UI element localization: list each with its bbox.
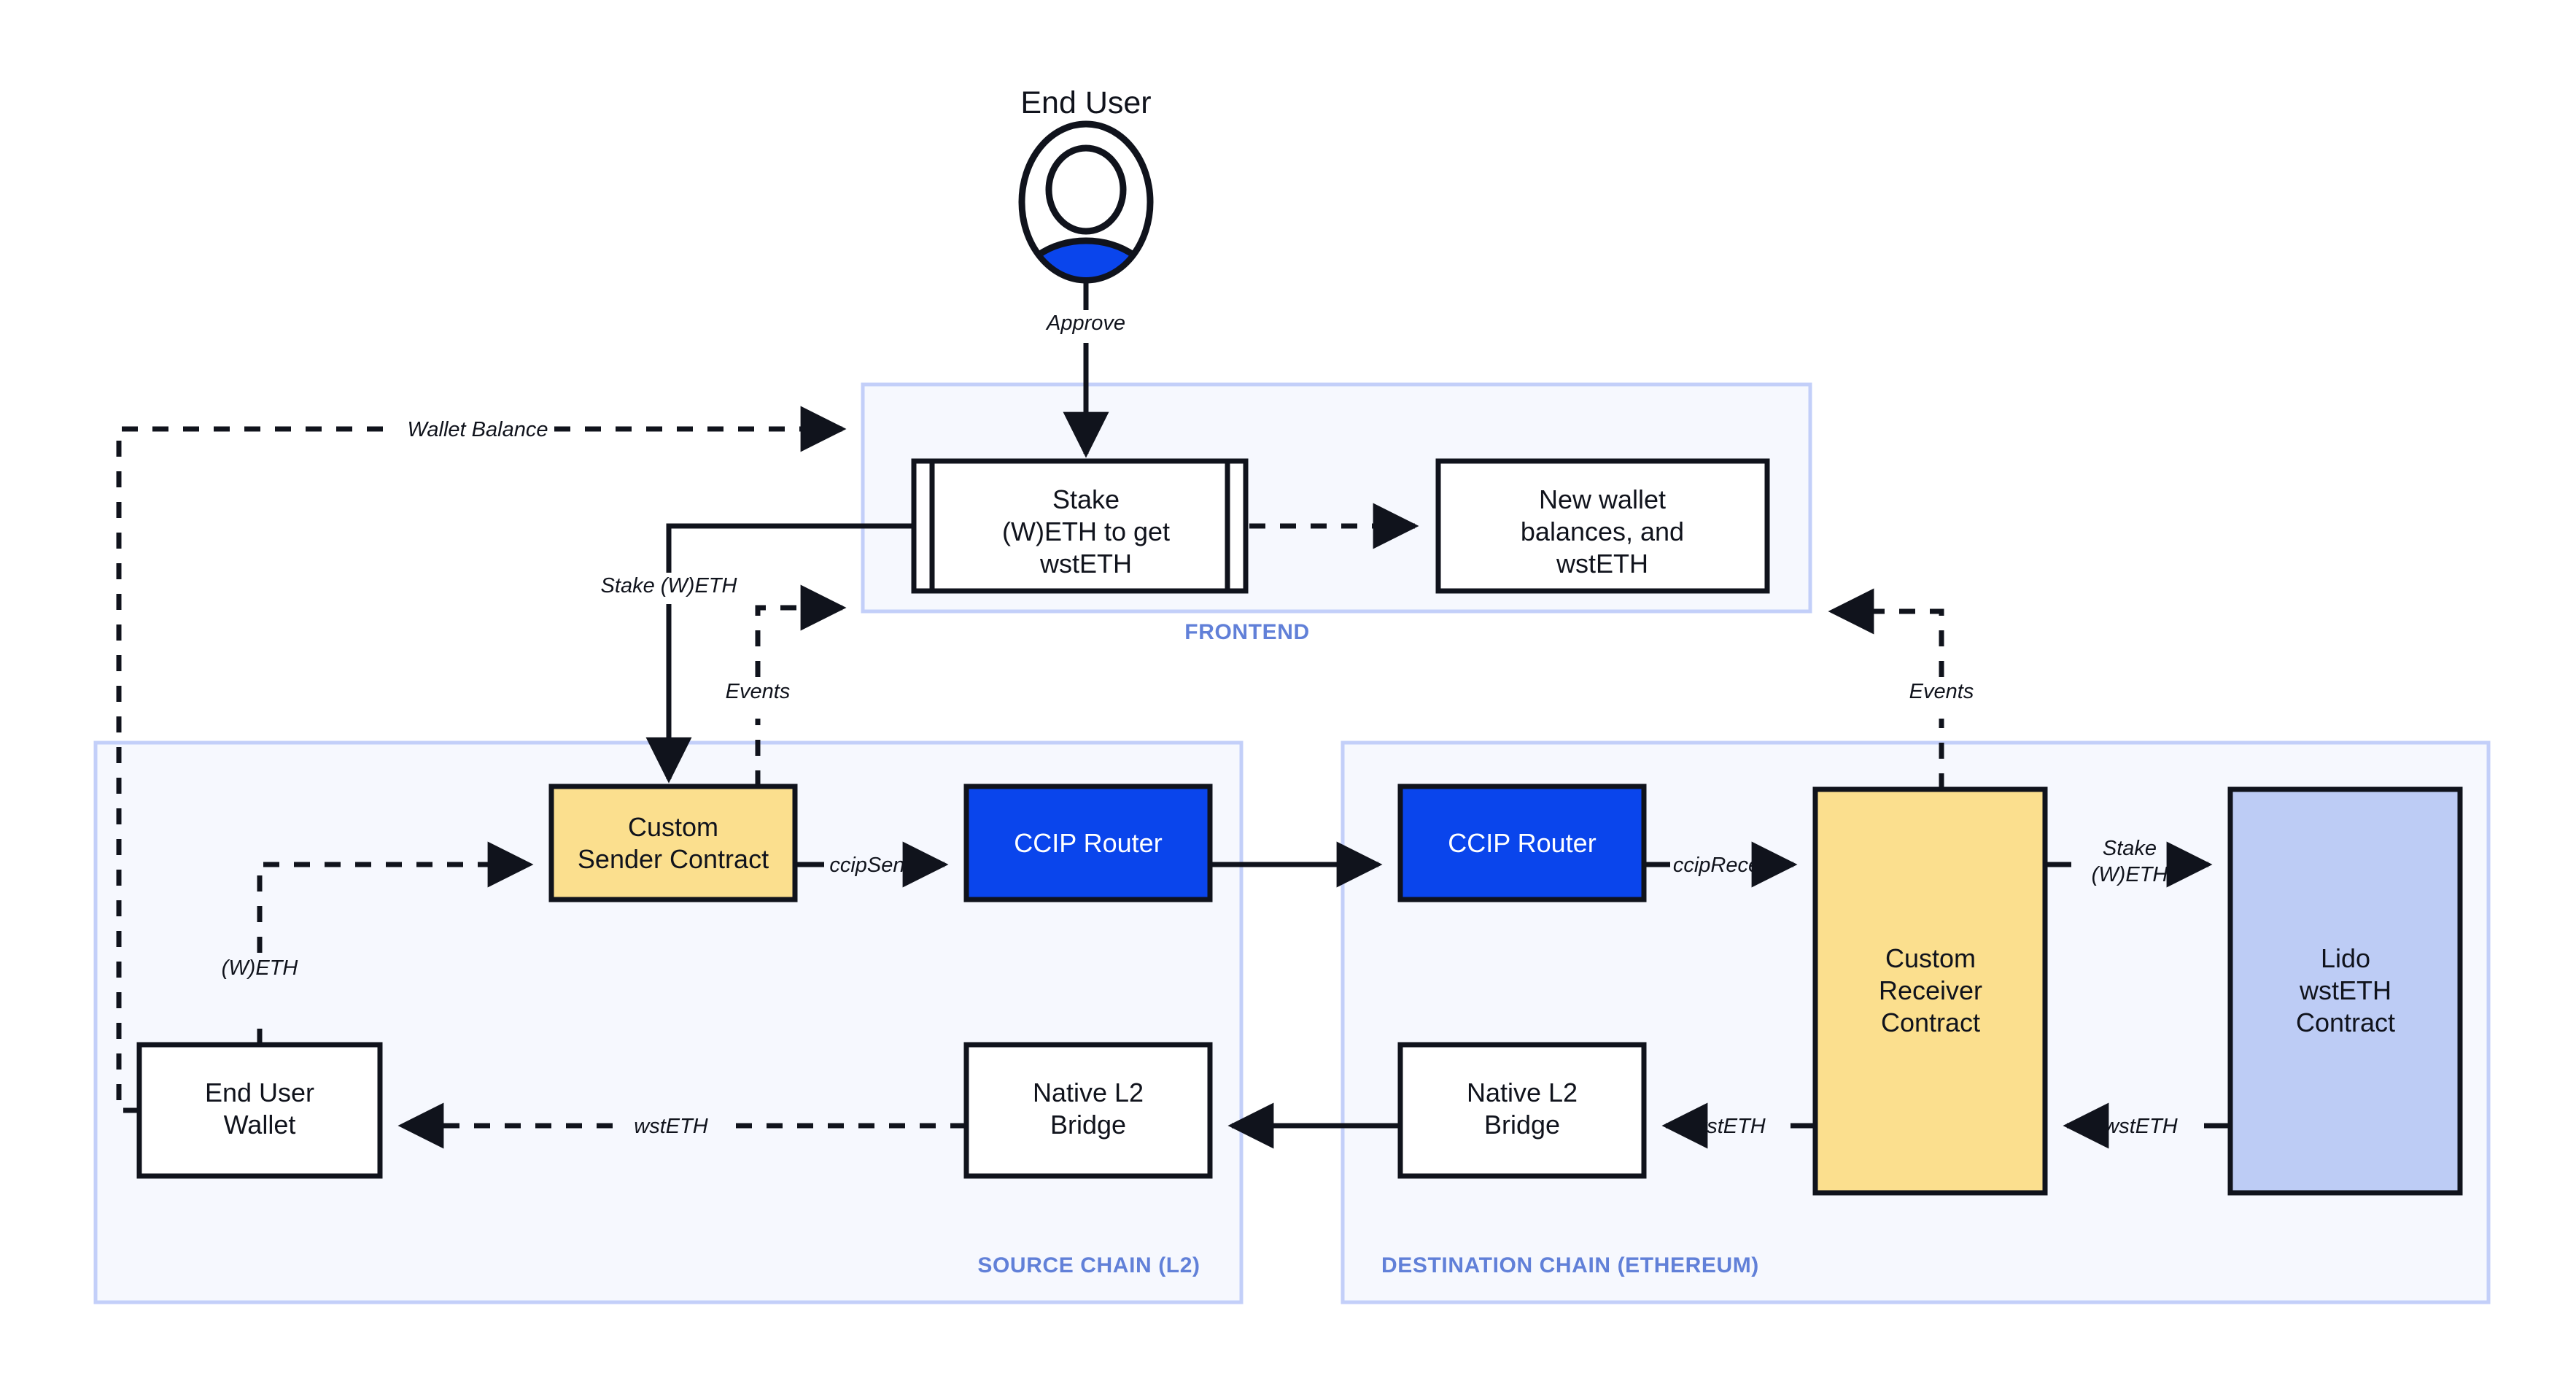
- native-l2-bridge-dst-line-2: Bridge: [1484, 1110, 1560, 1140]
- stake-frontend-box: [911, 458, 1249, 594]
- custom-receiver-line-1: Custom: [1885, 943, 1976, 973]
- person-icon: [1018, 120, 1154, 284]
- destination-chain-group-label: DESTINATION CHAIN (ETHEREUM): [1381, 1253, 1759, 1277]
- node-native-l2-bridge-source[interactable]: Native L2 Bridge: [963, 1042, 1213, 1179]
- edge-ccipreceive: ccipReceive: [1644, 841, 1798, 888]
- stake-frontend-line-3: wstETH: [1039, 549, 1132, 579]
- custom-sender-line-1: Custom: [628, 812, 718, 842]
- lido-wsteth-box: [2227, 786, 2463, 1196]
- end-user-wallet-line-2: Wallet: [224, 1110, 296, 1140]
- edge-label-stake-weth: Stake (W)ETH: [601, 574, 737, 597]
- frontend-group-label: FRONTEND: [1184, 620, 1309, 644]
- edge-wsteth-lido-to-receiver: wstETH: [2063, 1102, 2230, 1149]
- node-end-user-wallet[interactable]: End User Wallet: [136, 1042, 383, 1179]
- edge-label-wsteth-wallet: wstETH: [634, 1115, 708, 1138]
- edge-events-right: Events: [1828, 588, 1974, 789]
- edge-wallet-balance: Wallet Balance: [116, 406, 847, 1113]
- lido-line-1: Lido: [2321, 943, 2370, 973]
- new-wallet-box: [1435, 458, 1770, 594]
- edge-label-stake-dst-line-1: Stake: [2103, 837, 2157, 860]
- edge-label-wsteth-bridge-dst: wstETH: [1691, 1115, 1766, 1138]
- new-wallet-line-1: New wallet: [1539, 484, 1666, 514]
- node-ccip-router-source[interactable]: CCIP Router: [963, 784, 1213, 902]
- edge-wallet-balance-path-a: [116, 426, 394, 1113]
- ccip-router-dst-label: CCIP Router: [1448, 828, 1596, 858]
- edge-label-events-right: Events: [1909, 680, 1974, 703]
- node-ccip-router-destination[interactable]: CCIP Router: [1397, 784, 1647, 902]
- custom-sender-line-2: Sender Contract: [578, 844, 769, 874]
- native-l2-bridge-dst-line-1: Native L2: [1467, 1078, 1578, 1107]
- end-user-wallet-line-1: End User: [205, 1078, 314, 1107]
- edge-label-weth: (W)ETH: [222, 956, 298, 980]
- edge-wsteth-receiver-to-bridge: wstETH: [1661, 1102, 1815, 1149]
- edge-ccipsend: ccipSend: [795, 841, 949, 888]
- ccip-router-src-box: [963, 784, 1213, 902]
- ccip-router-dst-box: [1397, 784, 1647, 902]
- new-wallet-line-2: balances, and: [1521, 517, 1684, 546]
- edge-wsteth-to-wallet: wstETH: [397, 1102, 966, 1149]
- edge-events-left-path-b: [755, 584, 847, 677]
- edge-label-wsteth-lido: wstETH: [2103, 1115, 2178, 1138]
- native-l2-bridge-src-line-2: Bridge: [1050, 1110, 1126, 1140]
- edge-label-approve: Approve: [1045, 312, 1125, 335]
- custom-sender-box: [548, 784, 798, 902]
- native-l2-bridge-dst-box: [1397, 1042, 1647, 1179]
- edge-stake-weth-path-a: [666, 523, 914, 573]
- node-custom-sender-contract[interactable]: Custom Sender Contract: [548, 784, 798, 902]
- node-new-wallet-balances[interactable]: New wallet balances, and wstETH: [1435, 458, 1770, 594]
- custom-receiver-line-3: Contract: [1881, 1008, 1980, 1037]
- edge-label-wallet-balance: Wallet Balance: [408, 418, 548, 441]
- edge-stake-weth-destination: Stake (W)ETH: [2045, 837, 2213, 888]
- edge-label-events-left: Events: [726, 680, 791, 703]
- ccip-router-src-label: CCIP Router: [1014, 828, 1162, 858]
- stake-frontend-line-2: (W)ETH to get: [1002, 517, 1170, 546]
- new-wallet-line-3: wstETH: [1556, 549, 1648, 579]
- lido-line-3: Contract: [2296, 1008, 2395, 1037]
- lido-line-2: wstETH: [2299, 975, 2391, 1005]
- edge-stake-weth: Stake (W)ETH: [601, 523, 914, 784]
- source-chain-group-label: SOURCE CHAIN (L2): [977, 1253, 1200, 1277]
- edge-label-ccipsend: ccipSend: [829, 854, 917, 877]
- node-native-l2-bridge-destination[interactable]: Native L2 Bridge: [1397, 1042, 1647, 1179]
- native-l2-bridge-src-line-1: Native L2: [1033, 1078, 1144, 1107]
- node-custom-receiver-contract[interactable]: Custom Receiver Contract: [1812, 786, 2048, 1196]
- end-user-title: End User: [1020, 85, 1151, 120]
- native-l2-bridge-src-box: [963, 1042, 1213, 1179]
- edge-events-right-path-b: [1828, 588, 1944, 677]
- edge-events-left: Events: [726, 584, 847, 786]
- stake-frontend-line-1: Stake: [1052, 484, 1120, 514]
- node-stake-frontend[interactable]: Stake (W)ETH to get wstETH: [911, 458, 1249, 594]
- custom-receiver-line-2: Receiver: [1879, 975, 1982, 1005]
- node-lido-wsteth-contract[interactable]: Lido wstETH Contract: [2227, 786, 2463, 1196]
- end-user-actor[interactable]: End User Approve: [1018, 85, 1154, 458]
- edge-weth: (W)ETH: [222, 841, 534, 1045]
- edge-label-stake-dst-line-2: (W)ETH: [2092, 863, 2168, 886]
- custom-receiver-box: [1812, 786, 2048, 1196]
